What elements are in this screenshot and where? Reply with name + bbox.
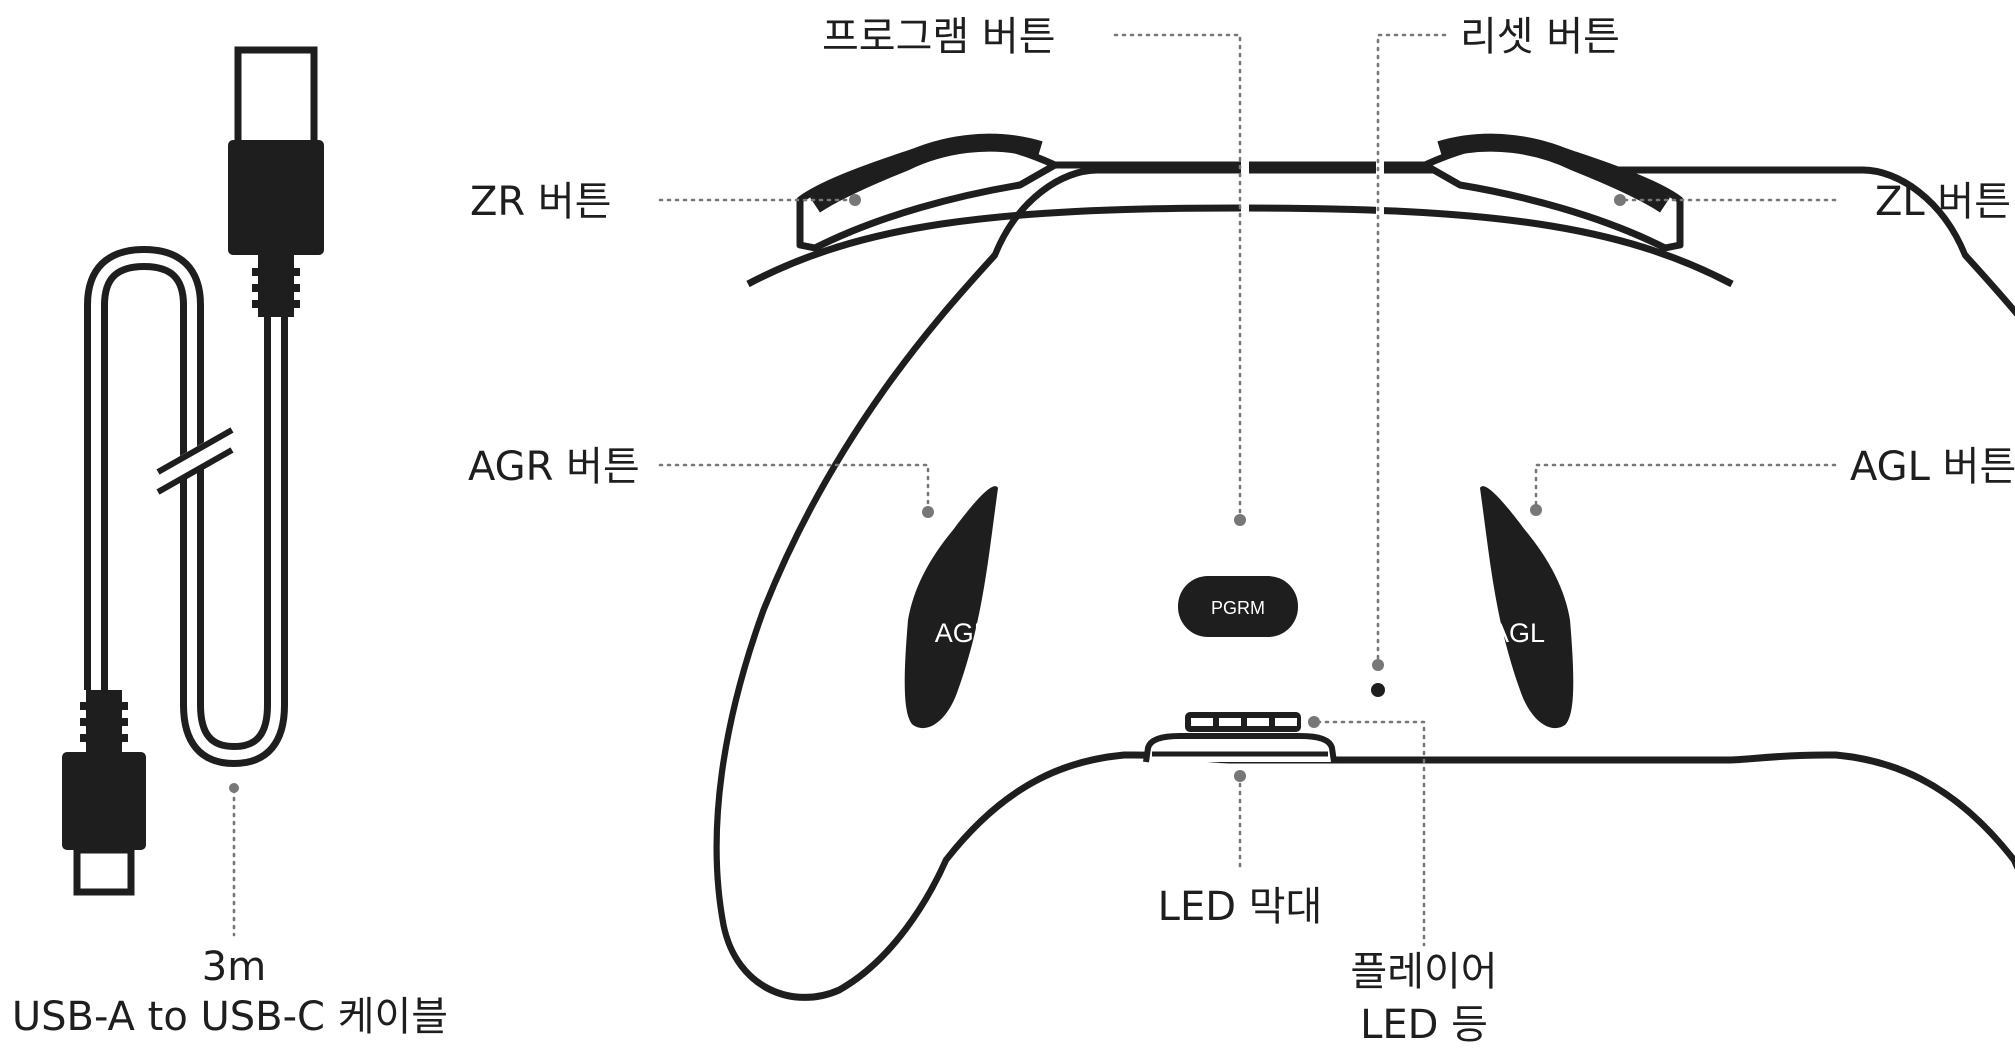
cable-wire: [84, 245, 288, 768]
agr-button-callout: AGR 버튼: [468, 444, 640, 490]
zr-button-callout: ZR 버튼: [470, 179, 612, 225]
usb-a-metal-tip: [234, 46, 318, 154]
agl-button-callout: AGL 버튼: [1850, 444, 2015, 490]
usb-c-plug-body: [62, 752, 146, 850]
program-button-label: PGRM: [1211, 598, 1265, 618]
reset-button-callout: 리셋 버튼: [1460, 14, 1620, 60]
player-led-callout-line2: LED 등: [1360, 1002, 1488, 1048]
program-button-callout: 프로그램 버튼: [822, 14, 1056, 60]
zl-bumper-shape: [1421, 133, 1684, 252]
agr-button[interactable]: AGR: [904, 486, 998, 729]
reset-button[interactable]: [1371, 683, 1385, 697]
agr-button-label: AGR: [935, 618, 994, 648]
agl-button-label: AGL: [1491, 618, 1545, 648]
cable-description-label: USB-A to USB-C 케이블: [12, 994, 448, 1040]
usb-cable-illustration: [62, 46, 324, 896]
led-bar: [1143, 733, 1337, 763]
controller-outline: [713, 166, 2015, 1001]
program-button[interactable]: PGRM: [1178, 576, 1298, 637]
zl-button-callout: ZL 버튼: [1875, 179, 2011, 225]
agl-button[interactable]: AGL: [1480, 486, 1574, 729]
zr-bumper-shape: [796, 133, 1059, 252]
usb-a-plug-body: [228, 140, 324, 255]
led-bar-callout: LED 막대: [1158, 884, 1323, 930]
player-led-indicators: [1185, 712, 1301, 732]
player-led-callout-line1: 플레이어: [1350, 949, 1497, 995]
usb-c-metal-tip: [73, 846, 135, 896]
cable-break-mark: [154, 427, 236, 495]
cable-length-label: 3m: [202, 944, 266, 990]
